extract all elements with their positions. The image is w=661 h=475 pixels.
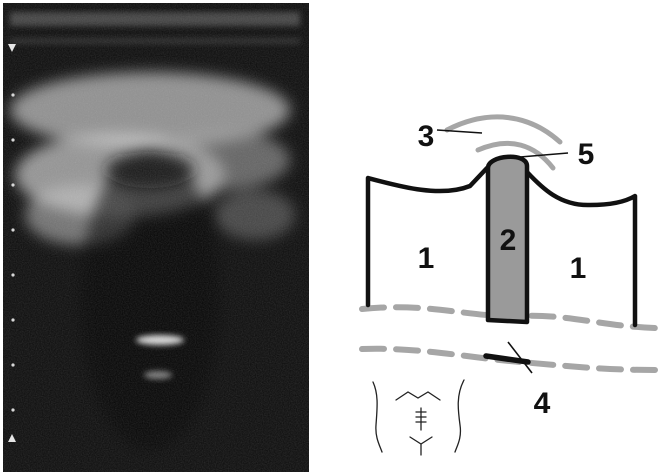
rectus-muscle-left	[368, 168, 487, 305]
label-subcutaneous-fat: 3	[418, 120, 435, 153]
schematic-diagram: 1 2 3 5 1 4	[362, 117, 655, 420]
label-linea-alba: 2	[500, 224, 517, 257]
label-muscle-right: 1	[570, 252, 587, 285]
speckle-noise	[3, 3, 309, 472]
abdomen-torso-icon	[373, 380, 464, 455]
leader-line-3	[437, 130, 482, 133]
label-peritoneum: 4	[534, 387, 551, 420]
label-muscle-left: 1	[418, 242, 435, 275]
label-skin-line: 5	[578, 138, 595, 171]
subcutaneous-arc	[447, 117, 560, 142]
ultrasound-image	[3, 3, 309, 472]
rectus-muscle-right	[527, 172, 635, 325]
